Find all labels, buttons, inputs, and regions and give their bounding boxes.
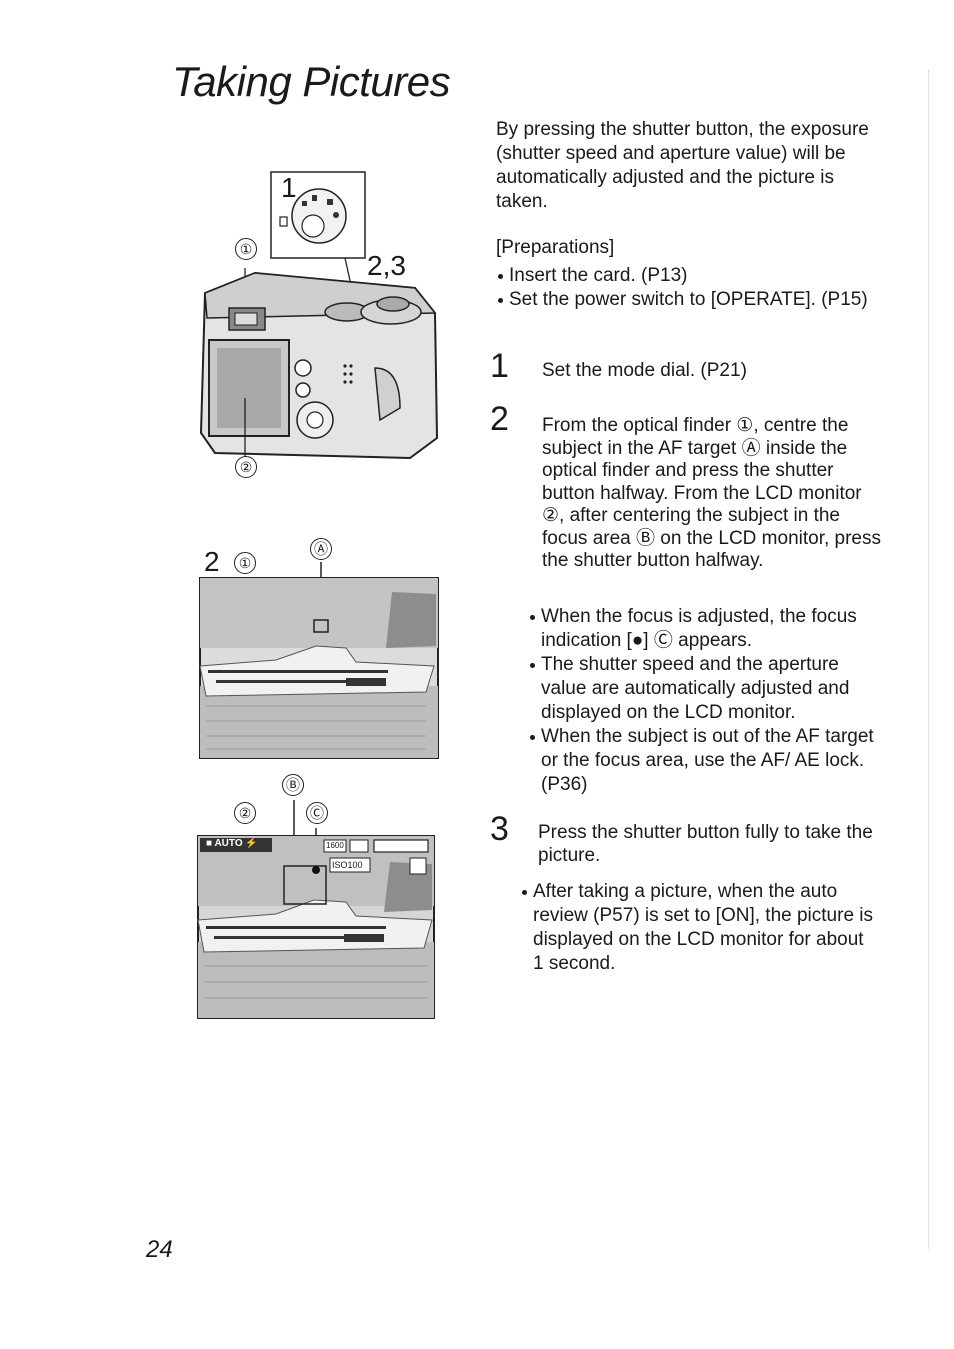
step-text: Set the mode dial. (P21): [542, 360, 747, 381]
list-item: When the subject is out of the AF target…: [528, 725, 884, 797]
step-number: 2: [490, 400, 509, 438]
camera-figure: 1 2,3 ① ②: [195, 168, 445, 488]
list-item: When the focus is adjusted, the focus in…: [528, 605, 884, 653]
finder-step-label: 2: [204, 546, 220, 577]
lcd-iso-text: ISO100: [332, 860, 363, 870]
scan-edge-divider: [928, 70, 939, 1250]
marker-lcd-monitor: ②: [234, 802, 256, 824]
finder-photo: [199, 562, 439, 759]
lcd-mode-text: AUTO: [214, 838, 243, 849]
callout-step-1: 1: [281, 172, 297, 203]
list-item: Insert the card. (P13): [496, 264, 886, 288]
marker-focus-area: Ⓑ: [282, 774, 304, 796]
page-number: 24: [146, 1236, 173, 1263]
step-notes: When the focus is adjusted, the focus in…: [528, 605, 884, 797]
step-number: 1: [490, 347, 509, 385]
marker-focus-indication: Ⓒ: [306, 802, 328, 824]
step-notes: After taking a picture, when the auto re…: [520, 880, 876, 976]
lcd-photo: [197, 800, 435, 1019]
flash-icon: ⚡: [242, 838, 258, 849]
marker-af-target: Ⓐ: [310, 538, 332, 560]
step-text: Press the shutter button fully to take t…: [538, 822, 873, 866]
camera-illustration: [199, 171, 439, 460]
marker-lcd-monitor: ②: [235, 456, 257, 478]
list-item: After taking a picture, when the auto re…: [520, 880, 876, 976]
marker-optical-finder: ①: [234, 552, 256, 574]
list-item: The shutter speed and the aperture value…: [528, 653, 884, 725]
page-title: Taking Pictures: [172, 58, 451, 105]
list-item: Set the power switch to [OPERATE]. (P15): [496, 288, 886, 312]
step-number: 3: [490, 810, 509, 848]
camera-icon: ■: [206, 838, 215, 849]
preparations-list: Insert the card. (P13) Set the power swi…: [496, 264, 886, 312]
lcd-mode-indicator: ■ AUTO ⚡: [206, 838, 258, 849]
intro-paragraph: By pressing the shutter button, the expo…: [496, 119, 869, 212]
callout-steps-2-3: 2,3: [367, 250, 406, 281]
step-text: From the optical finder ①, centre the su…: [542, 415, 881, 571]
lcd-resolution-text: 1600: [326, 841, 344, 850]
finder-view-figure: 2 ① Ⓐ: [196, 536, 440, 760]
lcd-view-figure: Ⓑ ② Ⓒ ■ AUTO ⚡ 1600 ISO100: [196, 770, 440, 1020]
marker-optical-finder: ①: [235, 238, 257, 260]
preparations-heading: [Preparations]: [496, 237, 615, 258]
